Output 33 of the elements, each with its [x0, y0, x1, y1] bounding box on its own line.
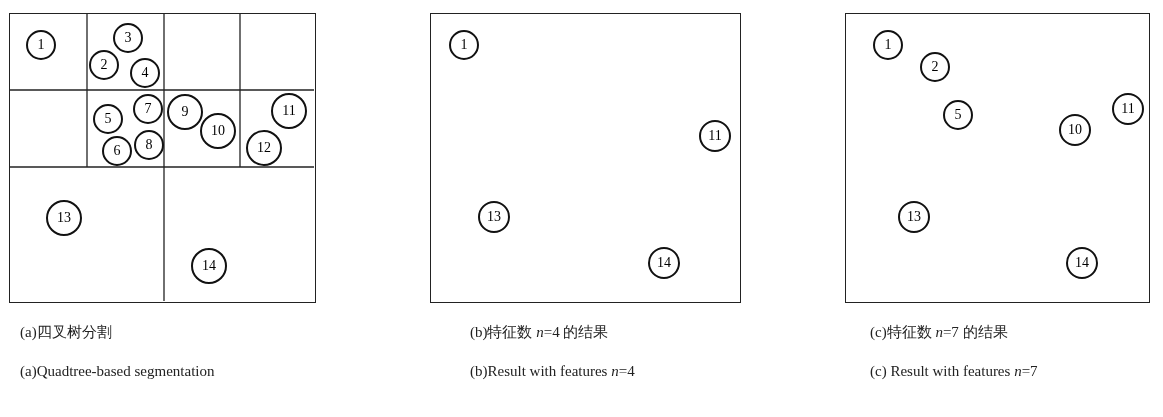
feature-circle: 11: [271, 93, 307, 129]
feature-circle: 10: [200, 113, 236, 149]
figure-caption: (b)特征数 n=4 的结果: [470, 323, 609, 342]
feature-circle: 7: [133, 94, 163, 124]
feature-circle: 3: [113, 23, 143, 53]
figure-caption: (a)Quadtree-based segmentation: [20, 363, 215, 380]
feature-circle: 11: [1112, 93, 1144, 125]
feature-circle: 14: [191, 248, 227, 284]
feature-circle: 1: [26, 30, 56, 60]
feature-circle: 13: [898, 201, 930, 233]
feature-circle: 13: [478, 201, 510, 233]
feature-circle: 14: [1066, 247, 1098, 279]
feature-circle: 13: [46, 200, 82, 236]
feature-circle: 6: [102, 136, 132, 166]
feature-circle: 4: [130, 58, 160, 88]
feature-circle: 5: [93, 104, 123, 134]
feature-circle: 1: [873, 30, 903, 60]
figure-caption: (a)四叉树分割: [20, 323, 112, 342]
feature-circle: 11: [699, 120, 731, 152]
figure-caption: (c)特征数 n=7 的结果: [870, 323, 1008, 342]
feature-circle: 1: [449, 30, 479, 60]
feature-circle: 2: [920, 52, 950, 82]
figure-caption: (c) Result with features n=7: [870, 363, 1038, 380]
figure-caption: (b)Result with features n=4: [470, 363, 635, 380]
feature-circle: 8: [134, 130, 164, 160]
feature-circle: 14: [648, 247, 680, 279]
feature-circle: 2: [89, 50, 119, 80]
feature-circle: 5: [943, 100, 973, 130]
feature-circle: 9: [167, 94, 203, 130]
figure-panel: [845, 13, 1150, 303]
feature-circle: 10: [1059, 114, 1091, 146]
feature-circle: 12: [246, 130, 282, 166]
figure-panel: [430, 13, 741, 303]
